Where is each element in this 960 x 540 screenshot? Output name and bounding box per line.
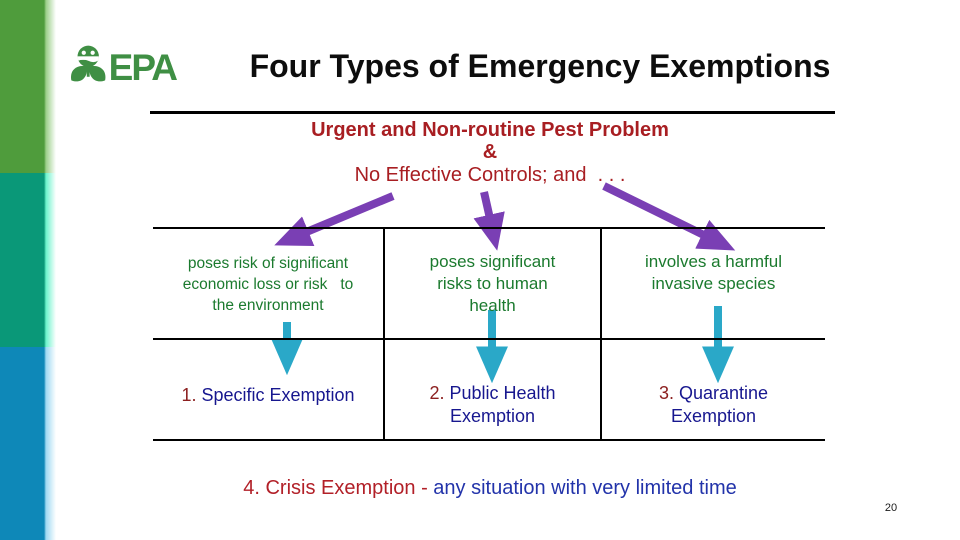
exemption-cell-public-health: 2. Public Health Exemption xyxy=(385,340,602,439)
exemption-number: 2. xyxy=(429,383,445,403)
condition-heading: Urgent and Non-routine Pest Problem & No… xyxy=(150,119,830,187)
epa-logo: EPA xyxy=(66,42,178,92)
heading-line3: No Effective Controls; and . . . xyxy=(354,164,626,186)
exemption-name: Quarantine Exemption xyxy=(670,383,769,426)
exemption-label: 2. Public Health Exemption xyxy=(385,340,600,428)
sidebar-stripe-blue xyxy=(0,347,56,540)
heading-line1: Urgent and Non-routine Pest Problem xyxy=(311,119,669,141)
crisis-blue-text: any situation with very limited time xyxy=(427,477,737,499)
condition-text: poses significant risks to human health xyxy=(429,252,556,315)
exemption-label: 1. Specific Exemption xyxy=(153,340,383,407)
exemption-label: 3. Quarantine Exemption xyxy=(602,340,825,428)
exemption-name: Specific Exemption xyxy=(196,385,355,405)
exemption-number: 3. xyxy=(658,383,674,403)
epa-logo-text: EPA xyxy=(108,46,178,88)
sidebar-stripe-teal xyxy=(0,173,56,347)
crisis-exemption-line: 4. Crisis Exemption - any situation with… xyxy=(120,477,860,500)
slide-title: Four Types of Emergency Exemptions xyxy=(249,48,831,84)
condition-text: involves a harmful invasive species xyxy=(644,252,782,293)
heading-line2: & xyxy=(482,141,498,163)
epa-flower-icon xyxy=(70,45,106,82)
page-number: 20 xyxy=(884,502,898,514)
exemption-number: 1. xyxy=(181,385,197,405)
condition-text: poses risk of significant economic loss … xyxy=(182,255,354,314)
title-divider xyxy=(150,111,835,114)
condition-cell-health: poses significant risks to human health xyxy=(385,229,602,340)
exemption-name: Public Health Exemption xyxy=(449,383,556,426)
condition-cell-invasive: involves a harmful invasive species xyxy=(602,229,825,340)
exemption-cell-specific: 1. Specific Exemption xyxy=(153,340,385,439)
condition-cell-economic: poses risk of significant economic loss … xyxy=(153,229,385,340)
exemption-cell-quarantine: 3. Quarantine Exemption xyxy=(602,340,825,439)
crisis-red-text: 4. Crisis Exemption - xyxy=(243,477,428,499)
purple-arrow-down-icon xyxy=(473,191,505,251)
exemption-table: poses risk of significant economic loss … xyxy=(153,227,825,441)
sidebar-stripe-green xyxy=(0,0,56,173)
